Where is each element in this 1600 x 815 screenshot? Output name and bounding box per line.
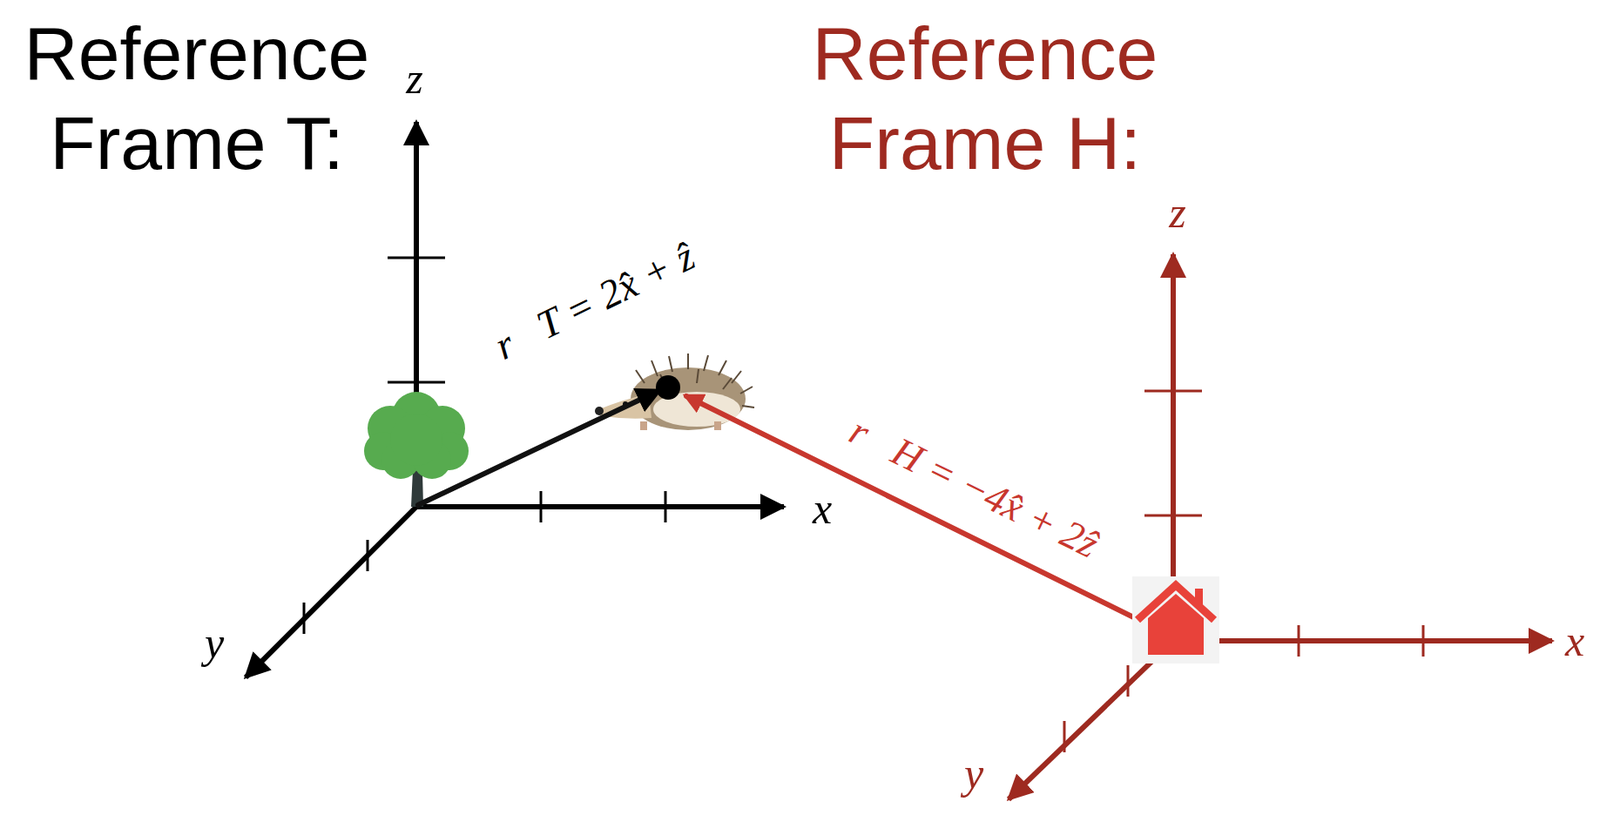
point-dot <box>655 375 681 400</box>
vector-label: r⃗H = −4x̂ + 2ẑ <box>842 408 1105 568</box>
axis-name: y <box>964 749 984 798</box>
axis-name: z <box>1168 189 1186 237</box>
axis-name: y <box>204 619 224 668</box>
axis-name: x <box>812 485 832 534</box>
axis-name: z <box>405 54 423 103</box>
axis-name: x <box>1565 617 1585 666</box>
frame-title: Reference Frame T: <box>5 8 389 189</box>
position-vectors <box>418 390 1178 640</box>
frame-t-axes <box>245 121 784 678</box>
vector-label: r⃗T = 2x̂ + ẑ <box>488 234 703 369</box>
house-icon <box>1132 576 1220 664</box>
frame-title: Reference Frame H: <box>793 8 1177 189</box>
